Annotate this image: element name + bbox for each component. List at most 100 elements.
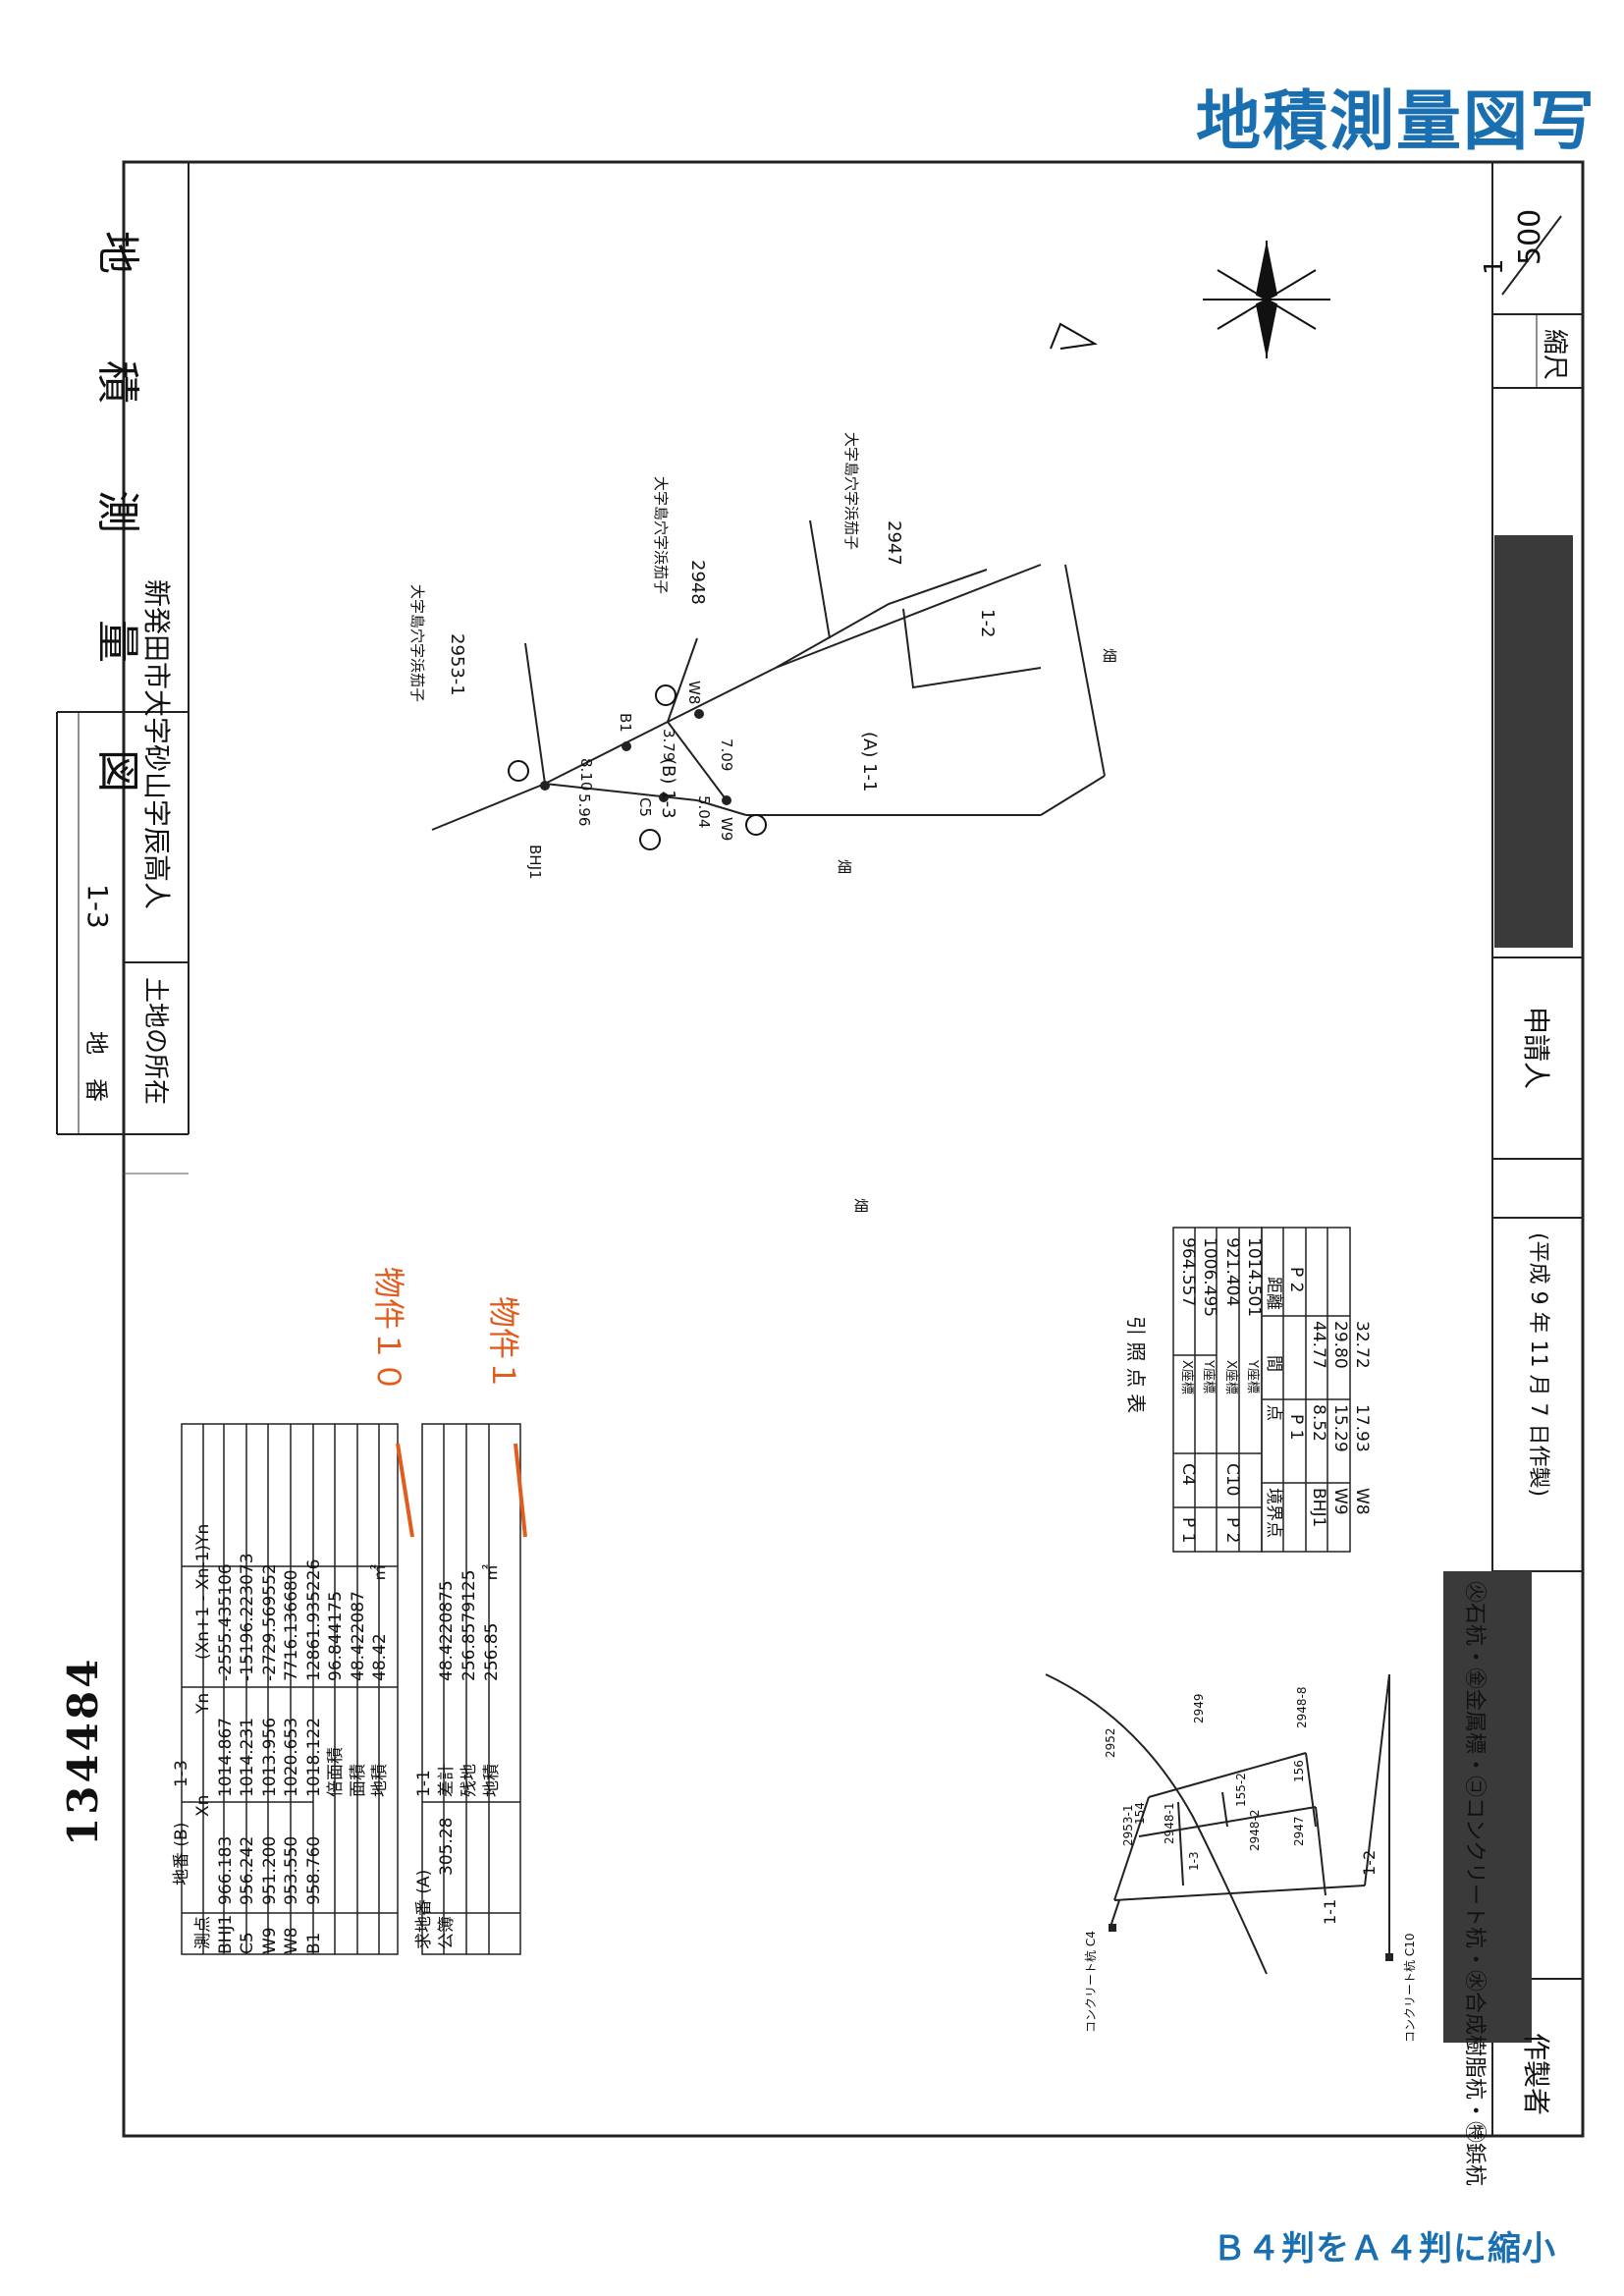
table-a-f1-value: 256.8579125 [460, 1569, 479, 1681]
sketch-2948-8: 2948-8 [1295, 1686, 1309, 1728]
dist-504: 5.04 [695, 795, 713, 828]
sketch-2952: 2952 [1104, 1727, 1117, 1758]
table-b-row0-c1: 966.183 [216, 1836, 236, 1905]
dist-row1-p1: 15.29 [1330, 1404, 1350, 1452]
ref-p1-xlabel: X座標 [1179, 1360, 1194, 1394]
ref-p2-name: P 2 [1222, 1517, 1242, 1543]
table-b-row3-c1: 953.550 [282, 1836, 301, 1905]
table-b-row4-c1: 958.760 [304, 1836, 324, 1905]
dist-sub-p2: P 2 [1286, 1267, 1306, 1292]
table-a-f0-label: 差計 [437, 1764, 457, 1797]
lot-12-label: 1-2 [977, 609, 998, 637]
field-mark-3: 畑 [852, 1198, 870, 1213]
table-b-row0-c0: BHJ1 [216, 1915, 236, 1954]
highlight-underline-2 [514, 1443, 527, 1538]
stamp-title: 地積測量図写 [1196, 83, 1597, 159]
ref-p2-y: 1014.501 [1244, 1237, 1264, 1317]
sketch-map-labels: 2952 2949 2948-8 2953-1 154 2948-1 155-2… [1083, 1686, 1417, 2043]
north-arrow-icon [1050, 241, 1330, 358]
point-c5: C5 [636, 797, 654, 817]
sketch-2947: 2947 [1292, 1816, 1306, 1846]
sketch-2949: 2949 [1192, 1693, 1206, 1723]
sketch-155-2: 155-2 [1234, 1773, 1248, 1807]
dist-row2-p1: 17.93 [1352, 1404, 1372, 1452]
table-b-row2-c0: W9 [260, 1927, 280, 1954]
dist-row0-pt: BHJ1 [1309, 1488, 1328, 1527]
table-a-row-label: 公簿 [437, 1916, 457, 1949]
dist-709: 7.09 [718, 738, 735, 771]
table-b-row1-c2: 1014.231 [238, 1718, 257, 1797]
table-a-lot-value: 1-1 [414, 1770, 434, 1797]
table-b-f0-value: 96.844175 [326, 1591, 346, 1681]
dist-header-2: 間 [1264, 1355, 1283, 1372]
sketch-map [1045, 1673, 1393, 1975]
dist-379: 3.79 [660, 729, 677, 761]
point-w9: W9 [718, 817, 735, 841]
point-b1: B1 [617, 713, 634, 733]
table-b-f1-label: 面積 [349, 1764, 368, 1797]
location-label: 土地の所在 [140, 977, 170, 1105]
table-b-lot-value: 1-3 [172, 1760, 191, 1787]
sketch-point-c4: コンクリート杭 C4 [1083, 1931, 1098, 2033]
table-b-row1-c1: 956.242 [238, 1836, 257, 1905]
table-a-row-value: 305.28 [437, 1818, 457, 1876]
date-text: (平成 9 年 11 月 7 日作製) [1526, 1232, 1550, 1497]
boundary-mark-icons [508, 684, 767, 850]
table-b-f1-value: 48.422087 [349, 1591, 368, 1681]
table-b-row2-c3: -2729.569552 [260, 1563, 280, 1681]
dist-header-3: 距離 [1264, 1277, 1283, 1310]
ref-p2-code: C10 [1222, 1463, 1242, 1497]
ref-p2-xlabel: X座標 [1223, 1360, 1238, 1394]
table-b-f2-unit: ㎡ [370, 1564, 390, 1581]
dist-row2-p2: 32.72 [1352, 1321, 1372, 1369]
legend-text: ㊋石杭・㊎金属標・㋙コンクリート杭・㊌合成樹脂杭・㊕鋲杭 [1462, 1581, 1487, 2186]
chiban-label: 地 番 [82, 1031, 110, 1102]
location-value: 新発田市大字砂山字辰高人 [140, 579, 173, 909]
dist-row0-p1: 8.52 [1309, 1404, 1328, 1442]
map-labels: 大字島穴字浜茄子 2953-1 大字島穴字浜茄子 2948 大字島穴字浜茄子 2… [408, 432, 1118, 1213]
table-b [181, 1423, 399, 1955]
dist-row0-p2: 44.77 [1309, 1321, 1328, 1369]
property-annotation-10: 物件１０ [370, 1267, 407, 1393]
table-b-row1-c3: -15196.223073 [238, 1553, 257, 1681]
table-a-f2-label: 地積 [482, 1764, 502, 1797]
creator-label: 作製者 [1520, 2033, 1552, 2115]
scale-numerator: 1 [1480, 258, 1509, 275]
table-b-f0-label: 倍面積 [326, 1747, 346, 1797]
sketch-point-c10: コンクリート杭 C10 [1402, 1934, 1417, 2043]
ref-p2-x: 921.404 [1222, 1237, 1242, 1306]
field-mark-2: 畑 [836, 859, 853, 874]
parcel-2953-label: 大字島穴字浜茄子 [408, 584, 426, 702]
reference-table [1172, 1227, 1351, 1553]
dist-row1-pt: W9 [1330, 1488, 1350, 1515]
sketch-2948-2: 2948-2 [1248, 1809, 1262, 1851]
sketch-1-1: 1-1 [1321, 1899, 1339, 1925]
highlight-underline-1 [396, 1443, 414, 1538]
table-b-row3-c0: W8 [282, 1927, 301, 1954]
dist-header-1: 点 [1264, 1404, 1283, 1421]
redacted-block-bottom [1443, 1571, 1532, 2043]
sketch-154: 154 [1133, 1802, 1147, 1825]
lot-b-label: (B) 1-3 [658, 758, 678, 819]
sketch-2948-1: 2948-1 [1163, 1802, 1176, 1844]
ref-p1-y: 1006.495 [1200, 1237, 1219, 1317]
field-mark-1: 畑 [1101, 648, 1118, 663]
point-bhj1: BHJ1 [526, 845, 544, 880]
dist-row2-pt: W8 [1352, 1488, 1372, 1515]
table-b-lot-label: 地番 (B) [172, 1823, 191, 1886]
table-b-f2-value: 48.42 [370, 1633, 390, 1681]
sketch-156: 156 [1292, 1760, 1306, 1782]
table-b-h3: (Xn+1 - Xn-1)Yn [193, 1524, 213, 1660]
table-a-f2-unit: ㎡ [482, 1564, 502, 1581]
dist-sub-p1: P 1 [1286, 1414, 1306, 1440]
table-a-f0-value: 48.4220875 [437, 1580, 457, 1681]
sketch-1-3: 1-3 [1187, 1851, 1201, 1871]
table-b-text: 地番 (B) 1-3 測点 Xn Yn (Xn+1 - Xn-1)Yn BHJ1… [172, 1524, 390, 1954]
redacted-block-top [1494, 535, 1573, 948]
scale-label: 縮尺 [1540, 329, 1569, 380]
reduction-note: Ｂ４判をＡ４判に縮小 [1213, 2229, 1556, 2269]
sketch-2953-1: 2953-1 [1121, 1804, 1135, 1846]
scale-denominator: 500 [1513, 209, 1547, 265]
point-w8: W8 [685, 681, 703, 704]
